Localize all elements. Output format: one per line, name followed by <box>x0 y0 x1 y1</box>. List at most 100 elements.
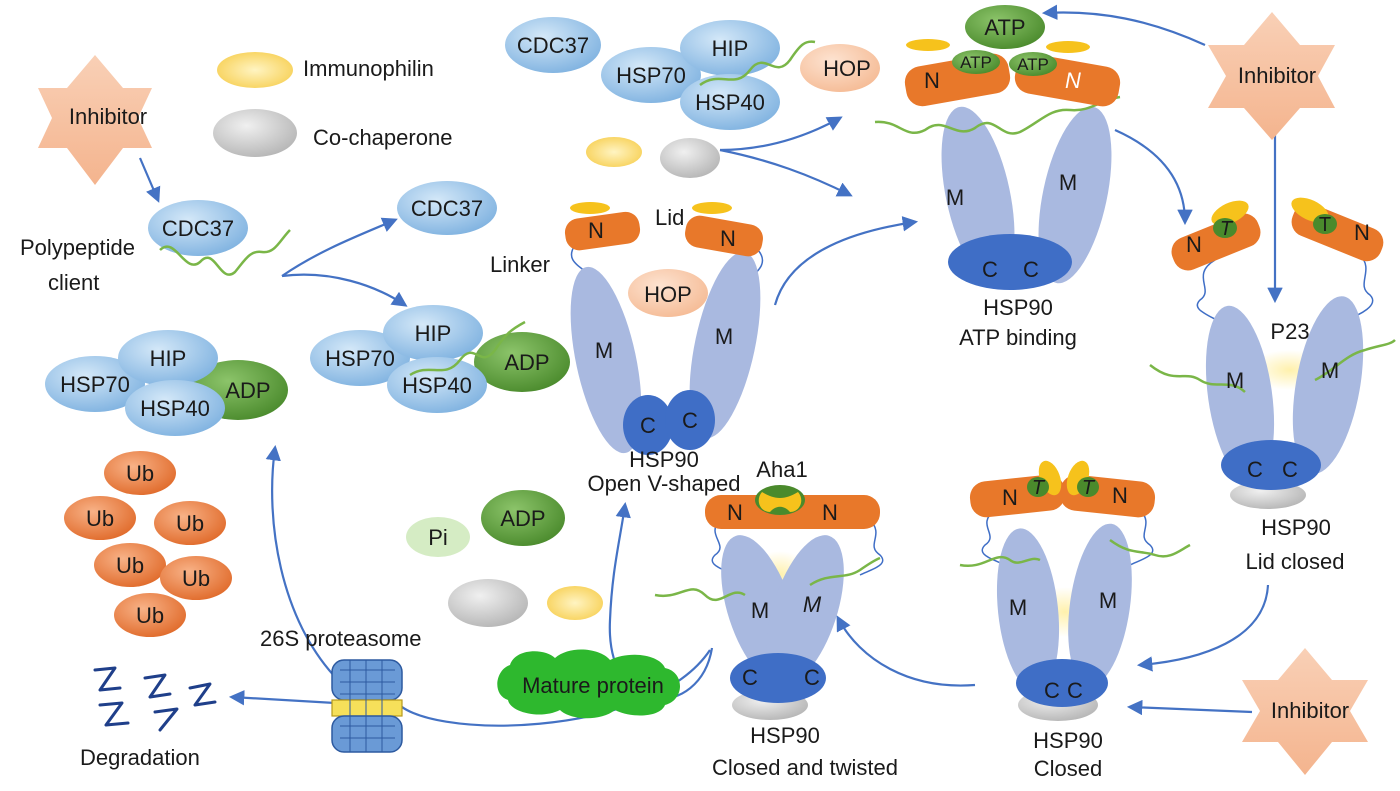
m-domain-label: M <box>715 324 733 349</box>
top-cochaperone-complex: CDC37 HSP70 HIP HSP40 HOP <box>505 17 880 178</box>
released-products: Pi ADP <box>406 490 603 627</box>
c-domain-label: C <box>640 413 656 438</box>
arrow-to-cdc37-release <box>281 217 398 277</box>
m-domain-label: M <box>1321 358 1339 383</box>
m-domain-label: M <box>1226 368 1244 393</box>
n-domain-label: N <box>1112 483 1128 508</box>
n-domain-label: N <box>727 500 743 525</box>
hip-label: HIP <box>712 36 749 61</box>
t-domain-label: T <box>1032 477 1046 499</box>
t-domain-label: T <box>1082 477 1096 499</box>
n-domain-label: N <box>822 500 838 525</box>
state-closed-line1: HSP90 <box>1033 728 1103 753</box>
hsp90-atp-binding-state: ATP ATP ATP N N M M C C HSP90 ATP bindin… <box>874 5 1121 350</box>
legend-immunophilin: Immunophilin <box>303 56 434 81</box>
m-domain-label: M <box>803 592 822 617</box>
adp-label: ADP <box>225 378 270 403</box>
cdc37-label: CDC37 <box>517 33 589 58</box>
legend: Immunophilin Co-chaperone <box>213 52 452 157</box>
state-open-line2: Open V-shaped <box>588 471 741 496</box>
arrow-to-atp-state <box>719 148 853 197</box>
c-domain-label: C <box>1044 678 1060 703</box>
mature-protein: Mature protein <box>497 649 680 719</box>
c-domain-label: C <box>1067 678 1083 703</box>
atp-label: ATP <box>1017 55 1049 74</box>
m-domain-label: M <box>595 338 613 363</box>
ub-label: Ub <box>86 506 114 531</box>
degradation-fragments: Degradation <box>80 666 217 770</box>
arrow-proteasome-to-hsp70 <box>265 444 339 681</box>
state-twisted-line1: HSP90 <box>750 723 820 748</box>
c-domain-label: C <box>1023 257 1039 282</box>
ub-label: Ub <box>182 566 210 591</box>
state-closed-line2: Closed <box>1034 756 1102 781</box>
n-domain-label: N <box>924 68 940 93</box>
n-domain-label: N <box>1065 68 1081 93</box>
cdc37-client-complex: CDC37 Polypeptide client <box>20 200 291 295</box>
hsp90-closed-twisted-state: Aha1 N N M M C C HSP90 Closed and twiste… <box>654 457 898 780</box>
hip-label: HIP <box>150 346 187 371</box>
m-domain-label: M <box>1099 588 1117 613</box>
hsp70-label: HSP70 <box>616 63 686 88</box>
proteasome: 26S proteasome <box>260 626 421 753</box>
t-domain-label: T <box>1220 218 1234 240</box>
arrow-inhibitor-to-cdc37 <box>138 157 161 203</box>
n-domain-label: N <box>1002 485 1018 510</box>
polypeptide-client-strand <box>159 229 291 276</box>
immunophilin-shape <box>547 586 603 620</box>
arrow-to-hip-complex <box>719 116 843 152</box>
hsp90-lid-closed-state: N N T T P23 M M C C HSP90 Lid closed <box>1149 197 1396 574</box>
n-domain-label: N <box>1186 232 1202 257</box>
adp-label: ADP <box>500 506 545 531</box>
m-domain-label: M <box>946 185 964 210</box>
inhibitor-star-bottomright: Inhibitor <box>1242 648 1368 775</box>
n-domain-label: N <box>720 226 736 251</box>
hop-label: HOP <box>644 282 692 307</box>
mature-protein-label: Mature protein <box>522 673 664 698</box>
c-domain-label: C <box>682 408 698 433</box>
ub-label: Ub <box>126 461 154 486</box>
cochaperone-shape <box>660 138 720 178</box>
state-open-line1: HSP90 <box>629 447 699 472</box>
polypeptide-client-label-1: Polypeptide <box>20 235 135 260</box>
hsp40-label: HSP40 <box>402 373 472 398</box>
state-lidclosed-line1: HSP90 <box>1261 515 1331 540</box>
n-domain-label: N <box>588 218 604 243</box>
n-domain-label: N <box>1354 220 1370 245</box>
hsp70-complex-middle: HSP70 HIP HSP40 ADP <box>310 305 570 413</box>
degradation-label: Degradation <box>80 745 200 770</box>
arrow-inhibitor-to-atp <box>1041 4 1206 47</box>
hsp90-open-state: HOP N N M M C C Lid Linker HSP90 Open V-… <box>490 202 764 496</box>
hsp40-label: HSP40 <box>140 396 210 421</box>
adp-label: ADP <box>504 350 549 375</box>
atp-label: ATP <box>960 53 992 72</box>
inhibitor-label: Inhibitor <box>69 104 147 129</box>
hsp90-closed-state: N N T T M M C C HSP90 Closed <box>959 460 1191 781</box>
arrow-closed-to-twisted <box>836 615 976 687</box>
hsp40-label: HSP40 <box>695 90 765 115</box>
c-domain-label: C <box>1282 457 1298 482</box>
state-atp-line1: HSP90 <box>983 295 1053 320</box>
inhibitor-star-left: Inhibitor <box>38 55 152 185</box>
ub-label: Ub <box>176 511 204 536</box>
state-twisted-line2: Closed and twisted <box>712 755 898 780</box>
lid-label: Lid <box>655 205 684 230</box>
cdc37-released: CDC37 <box>397 181 497 235</box>
hop-label: HOP <box>823 56 871 81</box>
cochaperone-swatch <box>213 109 297 157</box>
arrow-to-hsp70-complex <box>281 273 408 307</box>
state-atp-line2: ATP binding <box>959 325 1077 350</box>
hsp70-label: HSP70 <box>60 372 130 397</box>
c-domain-label: C <box>804 665 820 690</box>
immunophilin-shape <box>586 137 642 167</box>
state-lidclosed-line2: Lid closed <box>1245 549 1344 574</box>
inhibitor-star-topright: Inhibitor <box>1208 12 1335 140</box>
arrow-inhibitor-to-closed <box>1126 699 1253 716</box>
cdc37-label: CDC37 <box>162 216 234 241</box>
c-domain-label: C <box>982 257 998 282</box>
client-strand <box>409 320 526 377</box>
cochaperone-shape <box>448 579 528 627</box>
proteasome-label: 26S proteasome <box>260 626 421 651</box>
